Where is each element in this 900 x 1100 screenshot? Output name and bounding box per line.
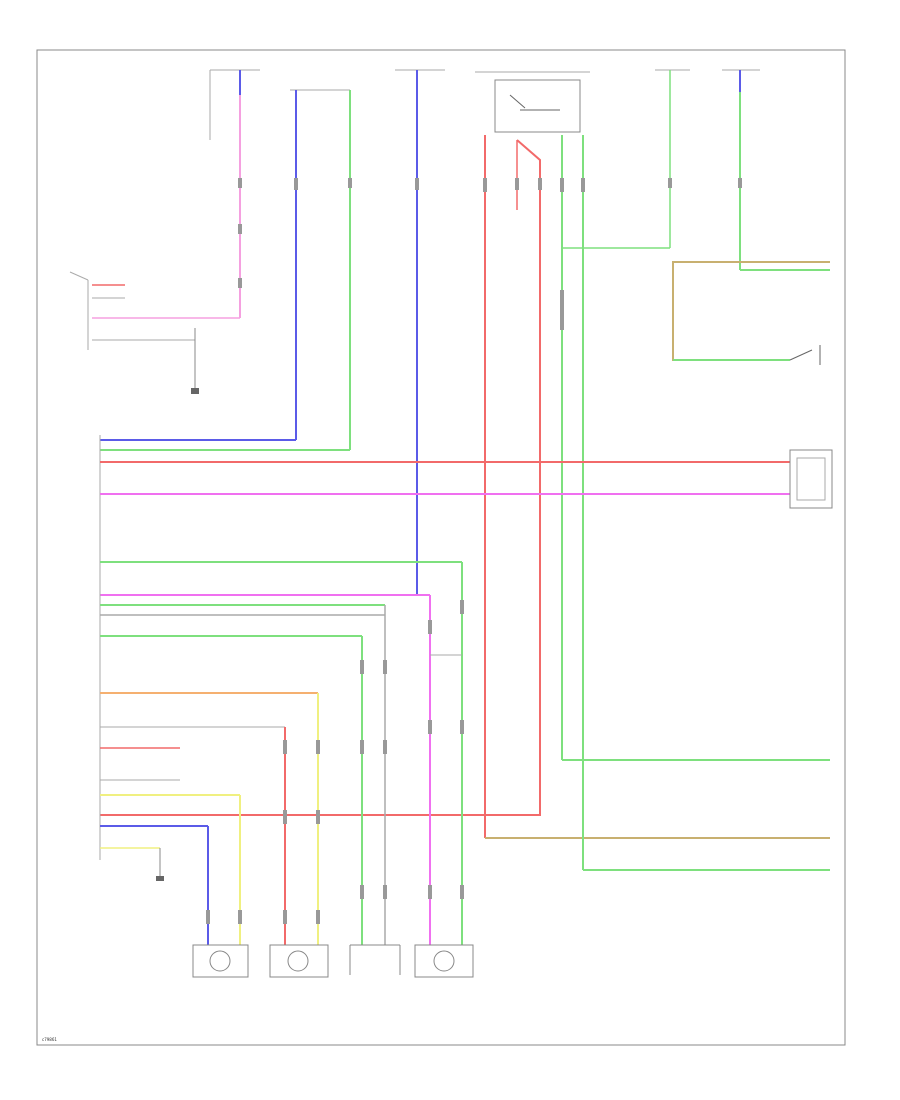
connector-ticks <box>206 178 742 924</box>
sensor-rear <box>414 944 474 978</box>
upper-connector-top <box>69 271 89 281</box>
steering-angle-sensor <box>789 449 833 509</box>
ecu-ground-symbol <box>156 876 164 881</box>
steering-angle-sensor-inner <box>796 457 826 501</box>
pressure-switch-contact <box>789 349 813 361</box>
relay-wire-red-2 <box>100 139 541 816</box>
yaw-rate-sensor <box>349 944 401 975</box>
relay-box <box>494 79 581 133</box>
diagram-id-label: c79861 <box>42 1037 57 1042</box>
sensor-left-front <box>192 944 249 978</box>
relay-contact <box>509 94 526 109</box>
sensor-right-front <box>269 944 329 978</box>
olive-loop <box>672 261 830 361</box>
ground-symbol <box>191 388 199 394</box>
diagram-frame <box>36 49 846 1046</box>
